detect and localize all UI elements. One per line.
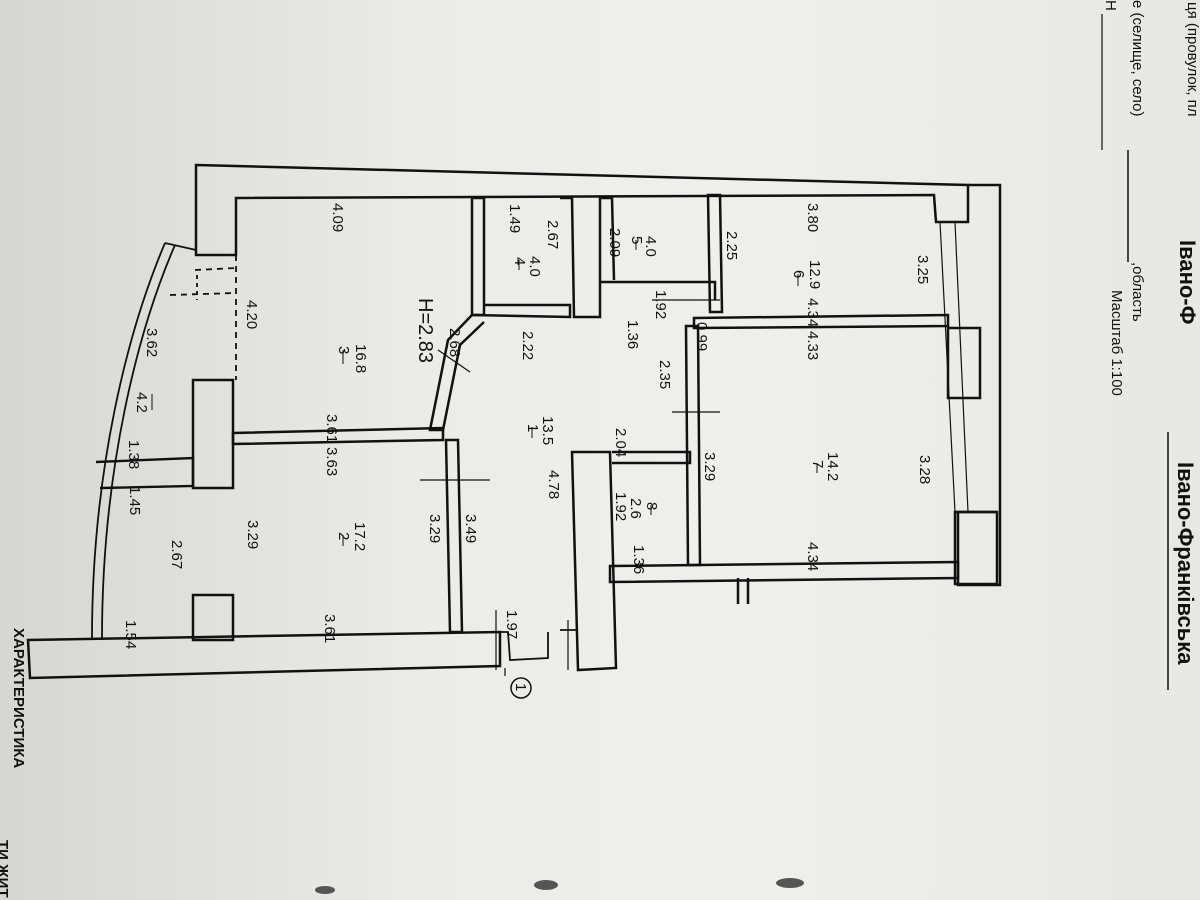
- dim-r2-right-a: 3.29: [426, 514, 443, 543]
- dim-hall-d: 4.78: [545, 470, 562, 499]
- room-3-tag: 3 16.8: [335, 344, 369, 373]
- axis-marker: 1: [510, 677, 532, 699]
- dim-r3-side: 4.20: [243, 300, 260, 329]
- wall-hall-r7: [684, 324, 702, 567]
- svg-text:17.2: 17.2: [351, 522, 368, 551]
- dim-r4-top: 1.49: [506, 204, 523, 233]
- room-5-tag: 5 4.0: [628, 236, 659, 257]
- wall-hall-diagonal: [428, 314, 485, 432]
- height-label: Н=2.83: [414, 298, 436, 363]
- dim-r7-bottom: 4.34: [804, 542, 821, 571]
- dim-r4-bottom: 2.22: [519, 331, 536, 360]
- dim-r2-side: 3.29: [244, 520, 261, 549]
- pier-right-2: [953, 510, 999, 586]
- room-8-tag: 8 2.6: [627, 498, 660, 519]
- dim-hall-a: 1.36: [624, 320, 641, 349]
- wall-r4-r5: [560, 196, 616, 319]
- room-2-tag: 2 17.2: [335, 522, 368, 551]
- room-1-tag: 1 13.5: [524, 416, 556, 445]
- dim-r7-top: 4.33: [804, 331, 821, 360]
- dim-r3-bottom: 3.61: [323, 414, 340, 443]
- dim-r7-left: 3.29: [701, 452, 718, 481]
- dim-r5-bottom: 1.92: [652, 290, 669, 319]
- header-city-value: Івано-Ф: [1175, 240, 1200, 325]
- wall-stub: [736, 578, 750, 604]
- door-bottom: [500, 629, 578, 661]
- left-heading-2: ТИ ЖИТ: [0, 840, 11, 898]
- dim-r5-right: 2.25: [723, 231, 740, 260]
- balcony-arc-outer: [91, 242, 166, 639]
- svg-text:2.6: 2.6: [627, 498, 644, 519]
- wall-r4-bottom: [471, 303, 572, 319]
- svg-text:4.0: 4.0: [526, 256, 543, 277]
- wall-r5-bottom: [600, 280, 717, 300]
- header-street-label: ця (провулок, пл: [1184, 2, 1200, 117]
- room-7-tag: 7 14.2: [809, 452, 841, 481]
- header-scale-label: Масштаб 1:100: [1108, 290, 1125, 396]
- balcony-tag: 4.2: [133, 392, 153, 413]
- outer-wall-bottom: [26, 630, 502, 680]
- left-heading: ХАРАКТЕРИСТИКА: [10, 628, 27, 768]
- svg-text:14.2: 14.2: [824, 452, 841, 481]
- header-oblast-label: ,область: [1129, 262, 1146, 322]
- dim-r7-right: 3.28: [916, 455, 933, 484]
- header-corner-letter: Н: [1102, 0, 1119, 11]
- labels: Н=2.83 4.09 4.20 2.68 3.61 3 16.8 1.49 2…: [122, 203, 933, 649]
- svg-text:13.5: 13.5: [539, 416, 556, 445]
- room-6-tag: 6 12.9: [790, 260, 823, 289]
- wall-r3-r4: [470, 196, 486, 317]
- pier-right-1: [946, 326, 982, 400]
- wall-r3-r2: [231, 426, 445, 446]
- room-4-tag: 4 4.0: [511, 256, 543, 277]
- svg-text:16.8: 16.8: [352, 344, 369, 373]
- dim-r2-right-b: 3.49: [462, 514, 479, 543]
- dimension-lines: [420, 299, 720, 676]
- balcony: [91, 242, 237, 639]
- wall-r5-r6: [706, 193, 724, 314]
- svg-text:4.0: 4.0: [642, 236, 659, 257]
- balcony-arc-inner: [101, 244, 176, 639]
- dim-r2-top: 3.63: [323, 447, 340, 476]
- dim-bal-e: 1.54: [122, 620, 139, 649]
- dim-r4-side: 2.67: [544, 220, 561, 249]
- svg-text:4.2: 4.2: [133, 392, 150, 413]
- dim-hall-b: 0.99: [693, 322, 710, 351]
- dim-r6-top: 3.80: [804, 203, 821, 232]
- wall-r6-r7: [692, 313, 950, 330]
- dim-r6-side: 3.25: [914, 255, 931, 284]
- balcony-pier-1: [191, 378, 235, 490]
- dim-r5-side: 2.09: [606, 228, 623, 257]
- outer-wall-top: [194, 163, 970, 257]
- dim-bal-a: 3.62: [143, 328, 160, 357]
- wall-r8-top: [612, 450, 692, 465]
- balcony-wall: [95, 456, 195, 490]
- dim-r2-bottom: 3.61: [321, 614, 338, 643]
- wall-hall-column: [570, 450, 618, 672]
- balcony-pier-2: [191, 593, 235, 642]
- header-oblast-value: Івано-Франківська: [1173, 462, 1198, 665]
- axis-marker-label: 1: [512, 683, 529, 691]
- svg-text:12.9: 12.9: [806, 260, 823, 289]
- dim-r8-bottom: 1.36: [630, 545, 647, 574]
- dim-hall-c: 2.35: [656, 360, 673, 389]
- dim-r6-bottom: 4.34: [804, 298, 821, 327]
- wall-r8-bottom: [608, 560, 960, 584]
- dim-r3-right: 2.68: [446, 328, 463, 357]
- dim-bal-c: 1.45: [126, 486, 143, 515]
- wall-r2-hall: [444, 438, 464, 634]
- dim-hall-f: 1.97: [503, 610, 520, 639]
- dim-r3-top: 4.09: [329, 203, 346, 232]
- walls: [26, 163, 1002, 680]
- dim-bal-d: 2.67: [168, 540, 185, 569]
- dim-r8-side: 1.92: [612, 492, 629, 521]
- dim-bal-b: 1.38: [125, 440, 142, 469]
- header-settlement-label: е (селище, село): [1129, 0, 1146, 116]
- binder-clips: [315, 878, 804, 894]
- dim-hall-e: 2.04: [612, 428, 629, 457]
